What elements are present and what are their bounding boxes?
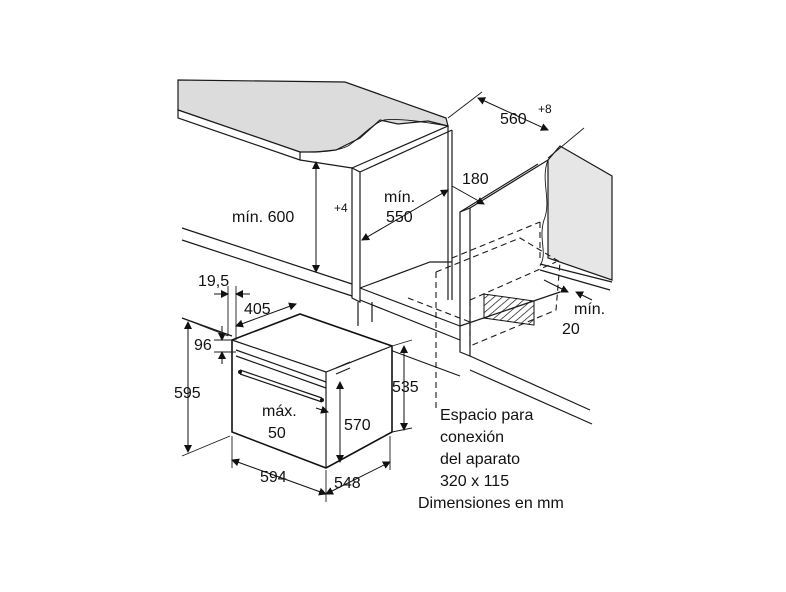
label-oven-depth: 548 bbox=[334, 475, 361, 492]
dimension-labels: 560 +8 mín. 600 +4 mín. 550 180 mín. 20 … bbox=[174, 102, 605, 512]
note-line-5: Dimensiones en mm bbox=[418, 495, 564, 512]
note-line-3: del aparato bbox=[440, 451, 520, 468]
note-line-1: Espacio para bbox=[440, 407, 533, 424]
label-niche-height: mín. 600 bbox=[232, 209, 294, 226]
label-oven-height: 595 bbox=[174, 385, 201, 402]
worktop bbox=[177, 79, 449, 161]
label-niche-width-tol: +8 bbox=[538, 102, 552, 116]
label-rear-gap-2: 20 bbox=[562, 321, 580, 338]
label-rear-gap-1: mín. bbox=[574, 301, 605, 318]
label-niche-depth-1: mín. bbox=[384, 189, 415, 206]
connection-space bbox=[407, 221, 561, 410]
label-conn-offset: 180 bbox=[462, 171, 489, 188]
label-niche-width: 560 bbox=[500, 111, 527, 128]
oven bbox=[231, 313, 393, 469]
label-niche-depth-2: 550 bbox=[386, 209, 413, 226]
label-door-gap-1: máx. bbox=[262, 403, 297, 420]
note-line-4: 320 x 115 bbox=[440, 473, 509, 490]
label-panel-depth: 405 bbox=[244, 301, 271, 318]
label-oven-width: 594 bbox=[260, 469, 287, 486]
dimension-lines bbox=[181, 91, 593, 502]
cabinet-niche bbox=[181, 125, 613, 425]
label-inner-height: 570 bbox=[344, 417, 371, 434]
label-top-band: 96 bbox=[194, 337, 212, 354]
label-body-height: 535 bbox=[392, 379, 419, 396]
label-door-gap-2: 50 bbox=[268, 425, 286, 442]
note-line-2: conexión bbox=[440, 429, 504, 446]
label-front-offset: 19,5 bbox=[198, 273, 229, 290]
label-niche-height-tol: +4 bbox=[334, 201, 348, 215]
